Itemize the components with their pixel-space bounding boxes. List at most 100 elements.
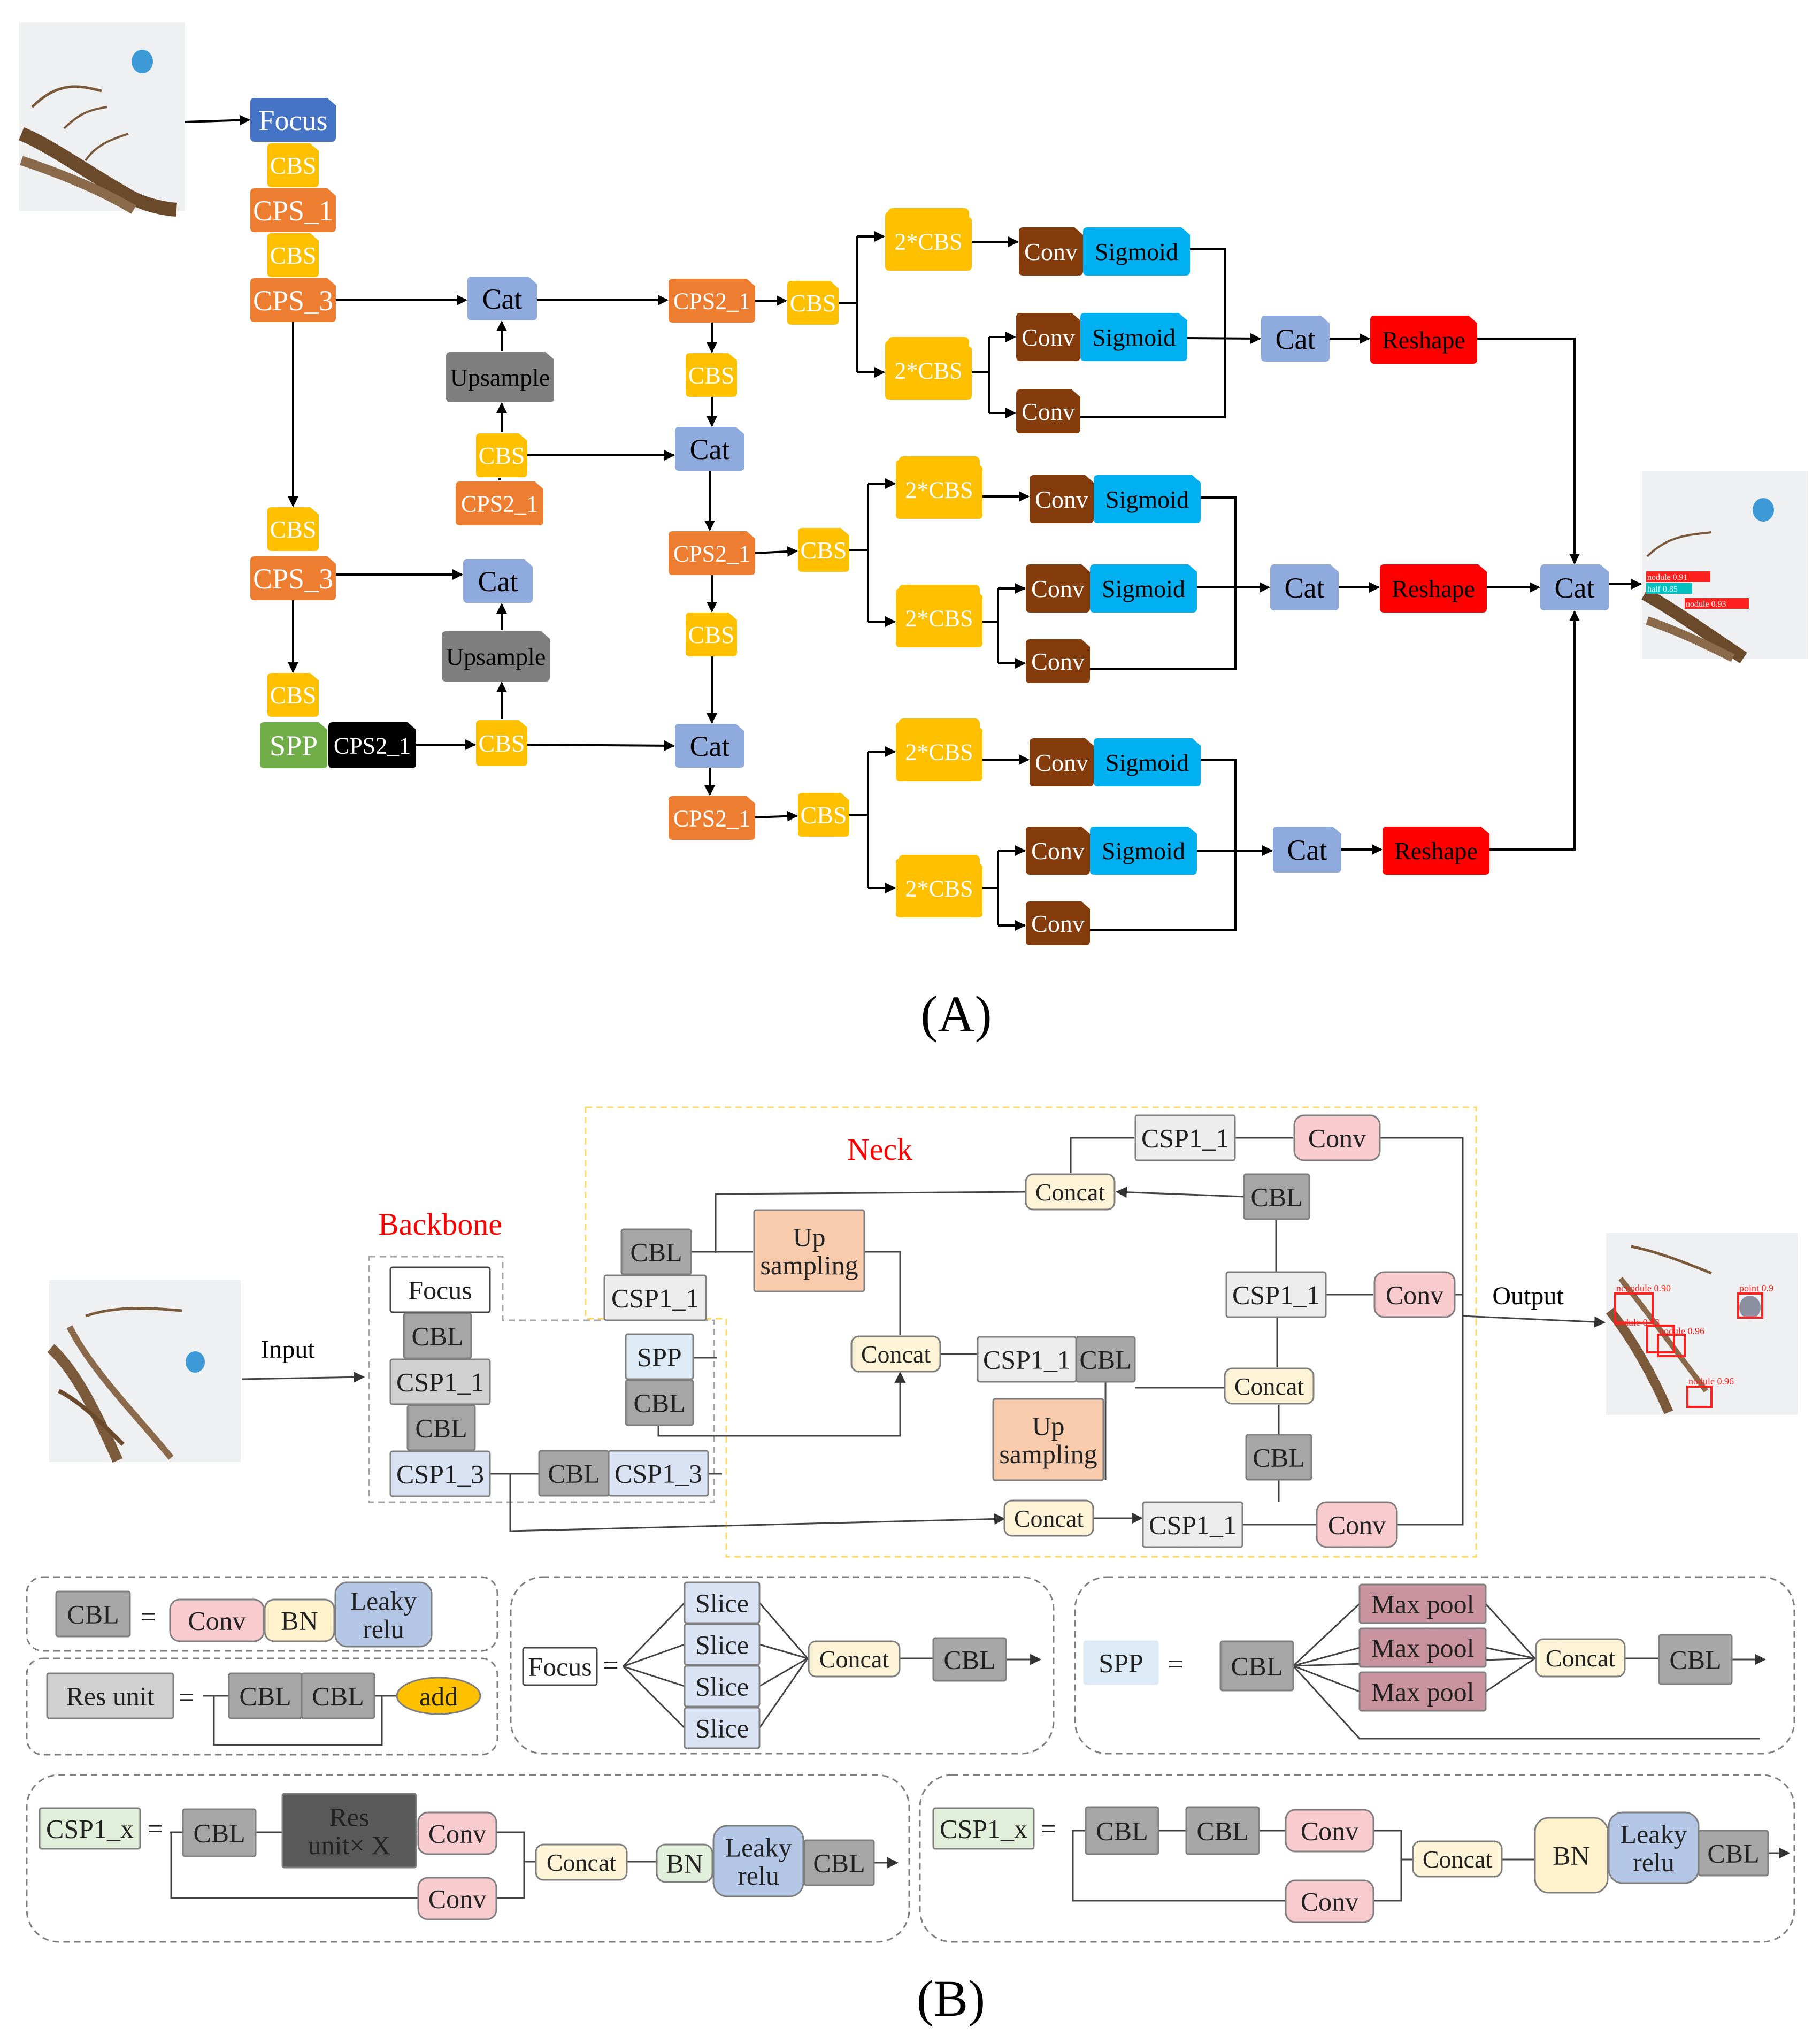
label-lg-pool0: Max pool — [1371, 1589, 1474, 1619]
connector — [623, 1643, 685, 1667]
connector — [1373, 1860, 1402, 1902]
label-lg-csp1-res: Res — [329, 1802, 370, 1832]
legend-maxpool: Max pool — [1358, 1671, 1487, 1712]
a-connector — [527, 740, 675, 751]
a-label-up1: Upsample — [450, 364, 550, 391]
a-node-cps21u: CPS2_1 — [456, 481, 543, 525]
b-node-cbl5: CBL — [620, 1228, 692, 1275]
label-lg-csp2-conv2: Conv — [1301, 1887, 1358, 1917]
b-node-csp13: CSP1_3 — [389, 1450, 491, 1497]
a-label-h2a: 2*CBS — [905, 477, 973, 503]
label-csp11b: CSP1_1 — [611, 1283, 699, 1313]
label-cbl4: CBL — [548, 1459, 600, 1489]
b-node-cbl1: CBL — [403, 1312, 472, 1359]
label-lg-csp1-cbl: CBL — [193, 1818, 245, 1848]
a-node-cat2: Cat — [463, 559, 533, 603]
a-label-cbs4: CBS — [270, 682, 317, 709]
legend-focus-lhs: Focus — [522, 1647, 598, 1686]
a-connector — [1090, 759, 1237, 931]
a-node-conv1a: Conv — [1019, 227, 1083, 276]
legend-cbl-lhs: CBL — [55, 1590, 131, 1638]
label-lg-csp2-conv1: Conv — [1301, 1816, 1358, 1846]
b-node-cbl8: CBL — [1245, 1434, 1312, 1481]
label-lg-cbl-leaky: relu — [363, 1614, 404, 1644]
legend-panel-res — [26, 1657, 498, 1756]
label-lg-csp2-leaky: Leaky — [1621, 1819, 1687, 1849]
legend-csp2-bn: BN — [1534, 1817, 1609, 1894]
a-node-catH1: Cat — [1261, 316, 1330, 362]
equals-sign: = — [178, 1682, 194, 1713]
a-label-cps1: CPS_1 — [253, 195, 333, 227]
label-lg-csp2-bn: BN — [1553, 1841, 1589, 1871]
label-cbl7: CBL — [1250, 1182, 1302, 1212]
label-lg-slice0: Slice — [695, 1588, 749, 1618]
label-lg-focus-lhs: Focus — [528, 1652, 592, 1682]
legend-slice: Slice — [684, 1581, 761, 1624]
b-node-concat2: Concat — [1003, 1499, 1094, 1537]
a-label-conv2c: Conv — [1031, 648, 1085, 675]
label-csp11c: CSP1_1 — [983, 1345, 1071, 1375]
legend-panel-cbl — [26, 1576, 498, 1652]
b-node-csp11: CSP1_1 — [389, 1358, 491, 1405]
a-node-cbsH3: CBS — [798, 793, 849, 837]
label-lg-slice2: Slice — [695, 1672, 749, 1702]
a-label-cat3: Cat — [690, 433, 730, 465]
a-node-sig1a: Sigmoid — [1083, 227, 1190, 276]
a-label-resh2: Reshape — [1392, 575, 1475, 602]
label-lg-pool2: Max pool — [1371, 1677, 1474, 1707]
connector — [622, 1665, 686, 1729]
label-concat1: Concat — [861, 1341, 931, 1368]
detection-label: nodule 0.91 — [1647, 573, 1688, 582]
a-node-h3a: 2*CBS — [896, 717, 982, 781]
a-node-cat4: Cat — [675, 724, 744, 768]
label-cbl6: CBL — [1079, 1345, 1131, 1375]
a-connector — [1090, 496, 1237, 670]
label-lg-spp-cbl: CBL — [1231, 1651, 1283, 1681]
root-photo — [47, 1280, 241, 1463]
a-node-cps3a: CPS_3 — [250, 278, 336, 322]
detection-label: nodule 0.96 — [1688, 1376, 1734, 1387]
a-node-catF: Cat — [1540, 564, 1609, 610]
label-lg-res-lhs: Res unit — [66, 1681, 154, 1711]
b-node-cbl4: CBL — [538, 1450, 610, 1497]
connector — [1115, 1187, 1245, 1198]
detection-label: point 0.9 — [1739, 1283, 1773, 1294]
label-convbot: Conv — [1328, 1510, 1386, 1540]
label-csp11: CSP1_1 — [396, 1367, 484, 1397]
label-lg-spp-concat: Concat — [1546, 1644, 1616, 1672]
label-lg-csp2-leaky: relu — [1633, 1847, 1675, 1877]
connector — [1072, 1831, 1286, 1902]
a-node-cps21_2: CPS2_1 — [669, 531, 755, 575]
a-label-h3b: 2*CBS — [905, 875, 973, 901]
a-connector — [1477, 338, 1580, 564]
a-node-cbsL: CBS — [476, 720, 527, 766]
a-label-sig3b: Sigmoid — [1102, 837, 1185, 864]
equals-sign: = — [147, 1814, 163, 1845]
connector — [1293, 1647, 1360, 1667]
label-lg-res-cbl1: CBL — [239, 1681, 291, 1711]
a-label-cat2: Cat — [478, 565, 518, 598]
connector — [759, 1643, 808, 1659]
a-label-cps3a: CPS_3 — [253, 285, 333, 317]
b-node-focus: Focus — [389, 1266, 491, 1313]
a-label-sig3a: Sigmoid — [1105, 749, 1189, 776]
a-label-sig2b: Sigmoid — [1102, 575, 1185, 602]
a-label-cbs2: CBS — [270, 242, 317, 269]
label-lg-focus-cbl: CBL — [943, 1645, 995, 1675]
detection-result-photo: ncnodule 0.90 nodule 0.93 nodule 0.96 po… — [1606, 1233, 1798, 1415]
a-label-cbsC1: CBS — [688, 362, 735, 389]
a-node-conv2a: Conv — [1030, 475, 1094, 523]
connector — [759, 1657, 808, 1687]
label-ups1: Up — [793, 1222, 825, 1252]
connector — [496, 1862, 525, 1899]
legend-csp1-bn: BN — [656, 1843, 713, 1883]
legend-spp-concat: Concat — [1535, 1638, 1626, 1678]
label-lg-csp1-concat: Concat — [547, 1849, 617, 1876]
legend-maxpool: Max pool — [1358, 1583, 1487, 1624]
label-cbl3: CBL — [633, 1388, 685, 1418]
b-node-csp11c: CSP1_1 — [977, 1336, 1077, 1383]
connector — [1293, 1665, 1360, 1693]
legend-csp2-conv: Conv — [1285, 1879, 1374, 1923]
